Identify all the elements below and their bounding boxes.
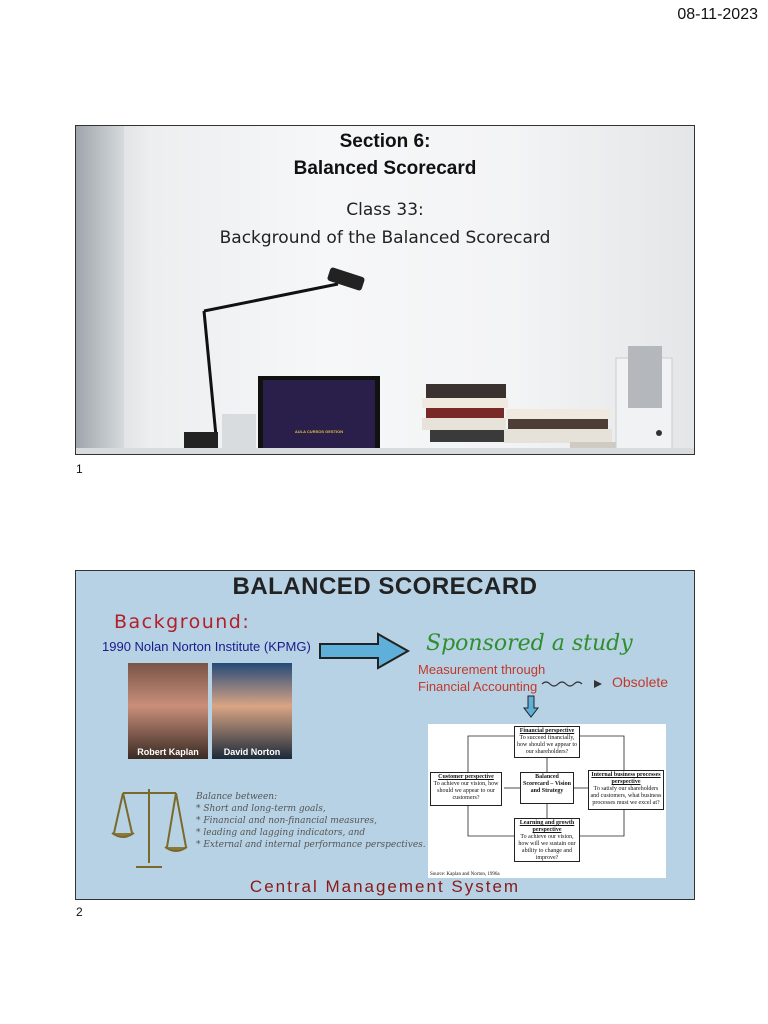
- page-date: 08-11-2023: [677, 6, 758, 23]
- customer-title: Customer perspective: [438, 774, 494, 780]
- balance-item: * leading and lagging indicators, and: [196, 828, 366, 838]
- internal-perspective-box: Internal business processes perspective …: [588, 770, 664, 810]
- balance-list: Balance between: * Short and long-term g…: [196, 791, 426, 851]
- sponsored-text: Sponsored a study: [426, 631, 633, 656]
- nolan-text: 1990 Nolan Norton Institute (KPMG): [102, 639, 311, 654]
- central-management-text: Central Management System: [249, 877, 521, 896]
- financial-text: To succeed financially, how should we ap…: [517, 735, 577, 755]
- slide-1-title-line2: Balanced Scorecard: [293, 158, 477, 179]
- laptop-screen-text: AULA CURSOS GESTION: [294, 429, 344, 434]
- slide-2-arrows: [111, 632, 602, 868]
- learning-title: Learning and growth perspective: [519, 820, 575, 833]
- slide-1-title-line1: Section 6:: [339, 131, 431, 152]
- balance-heading: Balance between:: [196, 792, 278, 802]
- slide-1-class-line: Class 33:: [346, 200, 424, 220]
- balance-item: * External and internal performance pers…: [196, 840, 426, 850]
- slide-1: Section 6: Balanced Scorecard Class 33: …: [75, 125, 695, 455]
- customer-perspective-box: Customer perspective To achieve our visi…: [430, 772, 502, 806]
- photo-label-kaplan: Robert Kaplan: [137, 747, 199, 757]
- financial-perspective-box: Financial perspective To succeed financi…: [514, 726, 580, 758]
- center-text: Balanced Scorecard – Vision and Strategy: [523, 774, 571, 794]
- learning-perspective-box: Learning and growth perspective To achie…: [514, 818, 580, 862]
- obsolete-text: Obsolete: [612, 674, 669, 690]
- photo-robert-kaplan: Robert Kaplan: [128, 663, 208, 759]
- center-box: Balanced Scorecard – Vision and Strategy: [520, 772, 574, 804]
- financial-title: Financial perspective: [519, 728, 575, 734]
- slide-1-number: 1: [76, 462, 83, 476]
- background-label: Background:: [114, 611, 251, 633]
- slide-1-subtitle: Background of the Balanced Scorecard: [219, 228, 551, 248]
- customer-text: To achieve our vision, how should we app…: [433, 781, 499, 801]
- learning-text: To achieve our vision, how will we susta…: [518, 834, 576, 861]
- diagram-arrows: [467, 735, 625, 837]
- photo-david-norton: David Norton: [212, 663, 292, 759]
- measurement-line-2: Financial Accounting: [418, 679, 538, 694]
- slide-2-number: 2: [76, 905, 83, 919]
- diagram-source: Source: Kaplan and Norton, 1996a: [430, 872, 500, 877]
- slide-2: BALANCED SCORECARD Background: 1990 Nola…: [75, 570, 695, 900]
- wall-shadow: [76, 126, 124, 454]
- photo-label-norton: David Norton: [223, 747, 281, 757]
- balance-item: * Short and long-term goals,: [196, 804, 326, 814]
- bsc-diagram: Financial perspective To succeed financi…: [428, 724, 666, 878]
- internal-text: To satisfy our shareholders and customer…: [590, 786, 662, 806]
- slide-2-title: BALANCED SCORECARD: [232, 573, 538, 600]
- measurement-text: Measurement through Financial Accounting: [418, 661, 545, 695]
- measurement-line-1: Measurement through: [418, 662, 546, 677]
- internal-title: Internal business processes perspective: [591, 772, 661, 785]
- desk-surface: [76, 448, 694, 454]
- desk-illustration: [184, 267, 673, 454]
- balance-item: * Financial and non-financial measures,: [196, 816, 378, 826]
